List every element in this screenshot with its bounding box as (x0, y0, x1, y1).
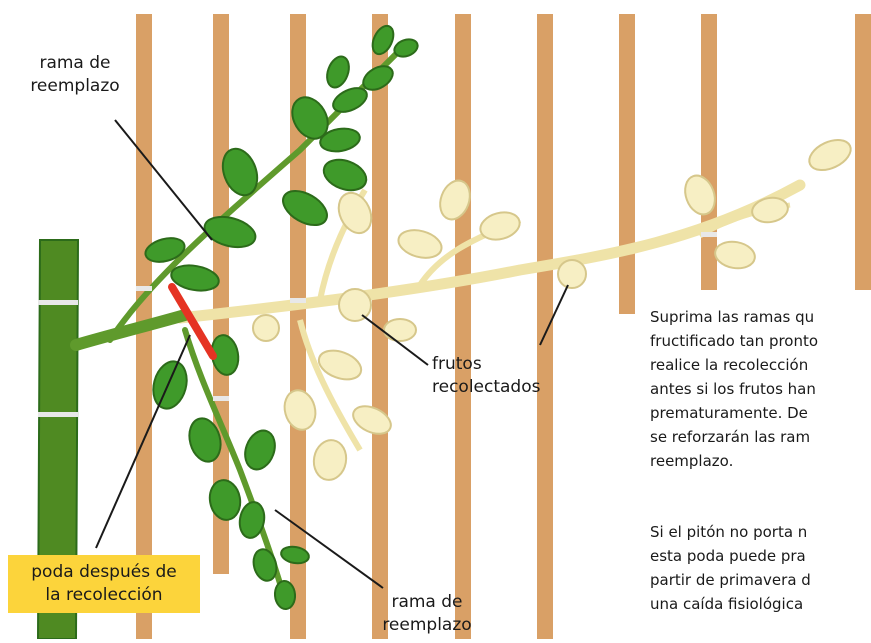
paragraph-line: se reforzarán las ram (650, 425, 818, 449)
pale-leaf (395, 226, 444, 263)
paragraph-line: reemplazo. (650, 449, 818, 473)
pale-side-stem (300, 320, 360, 450)
tie (213, 396, 229, 401)
stake (455, 14, 471, 639)
label-line: la recolección (18, 584, 190, 607)
tie (136, 286, 152, 291)
harvested-fruit (558, 260, 586, 288)
leaf (207, 478, 243, 523)
leaf (148, 358, 191, 413)
label-line: rama de (372, 591, 482, 614)
paragraph-line: fructificado tan pronto (650, 329, 818, 353)
paragraph-line: esta poda puede pra (650, 544, 811, 568)
label-line: poda después de (18, 561, 190, 584)
tie (38, 412, 78, 417)
paragraph-line: Suprima las ramas qu (650, 305, 818, 329)
paragraph-line: Si el pitón no porta n (650, 520, 811, 544)
pale-leaf (349, 401, 395, 440)
tie (701, 232, 717, 237)
leaf (323, 54, 353, 91)
label-harvested-fruits: frutos recolectados (432, 353, 592, 399)
instruction-paragraph-2: Si el pitón no porta n esta poda puede p… (650, 520, 811, 616)
pale-leaf (311, 438, 349, 483)
pale-leaf (713, 239, 757, 272)
leader-line (115, 120, 212, 240)
stake (701, 14, 717, 290)
stake (855, 14, 871, 290)
leaf (201, 212, 258, 253)
label-line: reemplazo (10, 75, 140, 98)
stake (619, 14, 635, 314)
pale-leaf (805, 134, 856, 176)
pale-leaf (384, 319, 416, 341)
main-stem (76, 315, 185, 345)
pale-leaf (333, 188, 378, 239)
paragraph-line: antes si los frutos han (650, 377, 818, 401)
stake (537, 14, 553, 639)
label-replacement-branch-bottom: rama de reemplazo (372, 591, 482, 637)
label-line: rama de (10, 52, 140, 75)
harvested-fruit (253, 315, 279, 341)
harvested-fruit (339, 289, 371, 321)
tie (290, 298, 306, 303)
label-line: reemplazo (372, 614, 482, 637)
pale-leaf (280, 387, 319, 433)
paragraph-line: partir de primavera d (650, 568, 811, 592)
paragraph-line: una caída fisiológica (650, 592, 811, 616)
leaf (240, 426, 280, 473)
paragraph-line: prematuramente. De (650, 401, 818, 425)
label-prune-after-harvest: poda después de la recolección (8, 555, 200, 613)
paragraph-line: realice la recolección (650, 353, 818, 377)
label-replacement-branch-top: rama de reemplazo (10, 52, 140, 98)
tie (38, 300, 78, 305)
instruction-paragraph-1: Suprima las ramas qu fructificado tan pr… (650, 305, 818, 473)
